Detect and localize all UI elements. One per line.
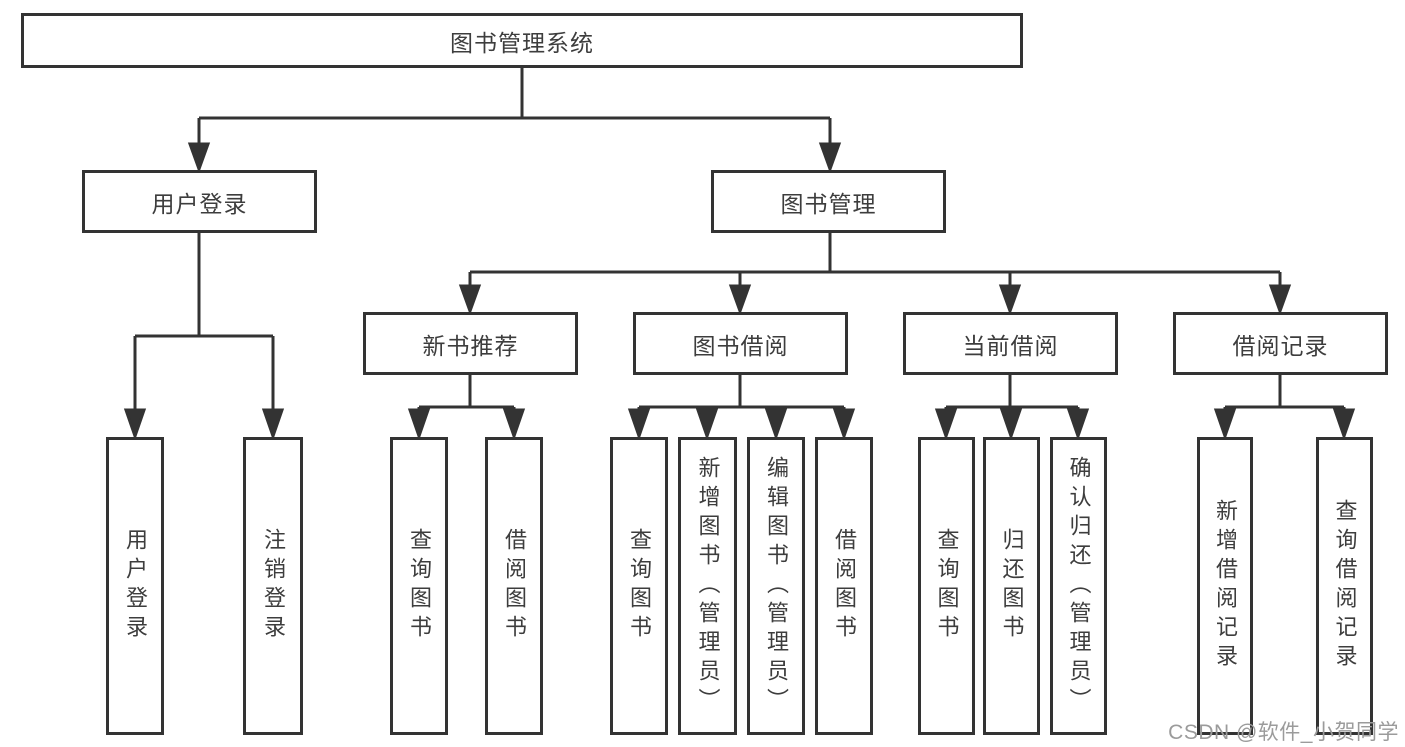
leaf-query-books-recommend-label: 查询图书 [407, 528, 432, 644]
node-borrowing-records-label: 借阅记录 [1232, 332, 1329, 359]
node-current-borrowing-label: 当前借阅 [962, 332, 1059, 359]
node-user-login: 用户登录 [82, 170, 317, 233]
node-user-login-label: 用户登录 [151, 190, 248, 217]
leaf-logout-login-label: 注销登录 [261, 528, 286, 644]
leaf-query-books-borrowing-label: 查询图书 [627, 528, 652, 644]
leaf-borrow-books-label: 借阅图书 [832, 528, 857, 644]
node-root-label: 图书管理系统 [450, 29, 594, 56]
leaf-return-books: 归还图书 [983, 437, 1040, 735]
leaf-query-borrow-record-label: 查询借阅记录 [1332, 499, 1358, 673]
connector-new-book-recommend-to-leaves [407, 375, 526, 441]
leaf-edit-books-admin-label: 编辑图书（管理员） [764, 455, 789, 717]
node-borrowing-records: 借阅记录 [1173, 312, 1388, 375]
node-book-management-label: 图书管理 [780, 190, 877, 217]
connector-book-management-to-level3 [458, 233, 1292, 316]
leaf-add-books-admin-label: 新增图书（管理员） [695, 455, 721, 717]
leaf-confirm-return-admin: 确认归还（管理员） [1050, 437, 1107, 735]
leaf-logout-login: 注销登录 [243, 437, 303, 735]
connector-borrowing-records-to-leaves [1213, 375, 1356, 441]
leaf-borrow-books-recommend: 借阅图书 [485, 437, 543, 735]
leaf-add-borrow-record-label: 新增借阅记录 [1213, 499, 1238, 673]
node-root: 图书管理系统 [21, 13, 1023, 68]
leaf-query-books-current-label: 查询图书 [934, 528, 960, 644]
connector-current-borrowing-to-leaves [934, 375, 1090, 441]
leaf-user-login: 用户登录 [106, 437, 164, 735]
leaf-borrow-books-recommend-label: 借阅图书 [502, 528, 527, 644]
leaf-borrow-books: 借阅图书 [815, 437, 873, 735]
node-book-management: 图书管理 [711, 170, 946, 233]
node-new-book-recommend: 新书推荐 [363, 312, 578, 375]
node-book-borrowing-label: 图书借阅 [692, 332, 789, 359]
leaf-return-books-label: 归还图书 [999, 528, 1025, 644]
connector-user-login-to-leaves [123, 233, 285, 441]
node-book-borrowing: 图书借阅 [633, 312, 848, 375]
leaf-query-borrow-record: 查询借阅记录 [1316, 437, 1373, 735]
node-new-book-recommend-label: 新书推荐 [422, 332, 519, 359]
connector-book-borrowing-to-leaves [627, 375, 856, 441]
leaf-query-books-current: 查询图书 [918, 437, 975, 735]
leaf-user-login-label: 用户登录 [123, 528, 148, 644]
leaf-edit-books-admin: 编辑图书（管理员） [747, 437, 805, 735]
connector-root-to-level2 [187, 68, 842, 174]
csdn-watermark: CSDN @软件_小贺同学 [1168, 721, 1399, 744]
leaf-confirm-return-admin-label: 确认归还（管理员） [1066, 455, 1092, 717]
leaf-query-books-borrowing: 查询图书 [610, 437, 668, 735]
leaf-add-books-admin: 新增图书（管理员） [678, 437, 737, 735]
node-current-borrowing: 当前借阅 [903, 312, 1118, 375]
leaf-query-books-recommend: 查询图书 [390, 437, 448, 735]
leaf-add-borrow-record: 新增借阅记录 [1197, 437, 1253, 735]
